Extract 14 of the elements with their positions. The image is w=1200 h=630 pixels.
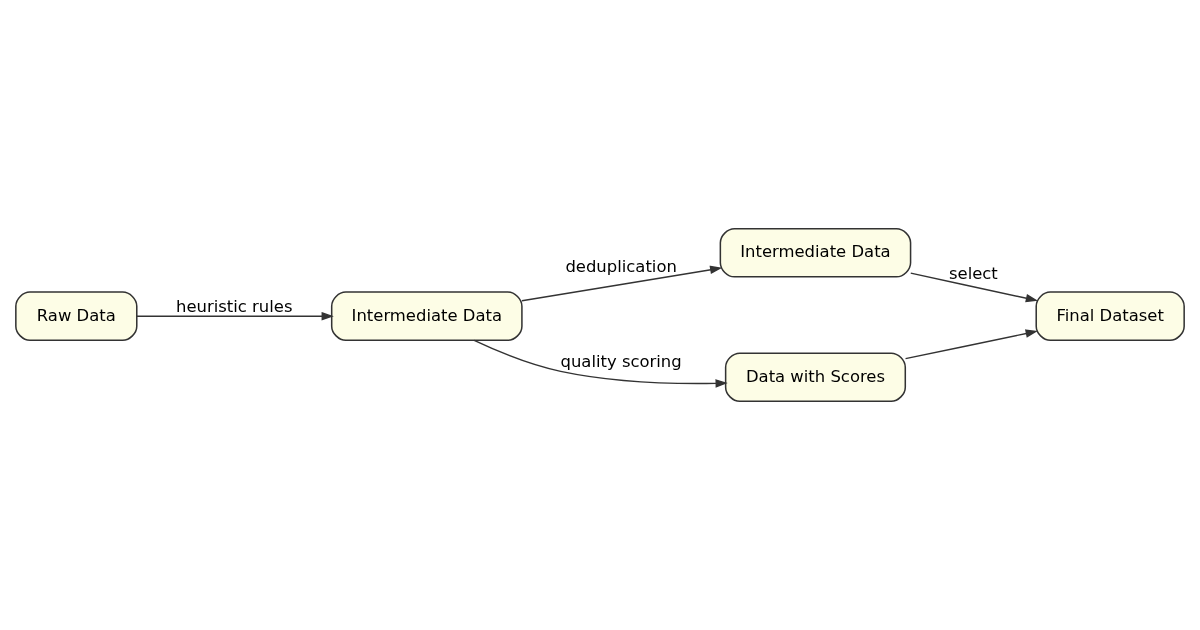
node-box: Intermediate Data [719,227,912,278]
node-box: Raw Data [15,291,138,341]
arrow [473,339,728,388]
edge-label: deduplication [565,256,677,276]
edge-label: select [949,263,998,283]
arrow [136,311,334,321]
node-box: Intermediate Data [330,291,523,341]
arrow [910,272,1038,303]
node-box: Data with Scores [724,352,907,403]
arrow [904,329,1038,360]
node-box: Final Dataset [1035,291,1185,341]
arrow [521,265,723,302]
edge-label: quality scoring [560,351,682,371]
edge-label: heuristic rules [176,296,293,316]
